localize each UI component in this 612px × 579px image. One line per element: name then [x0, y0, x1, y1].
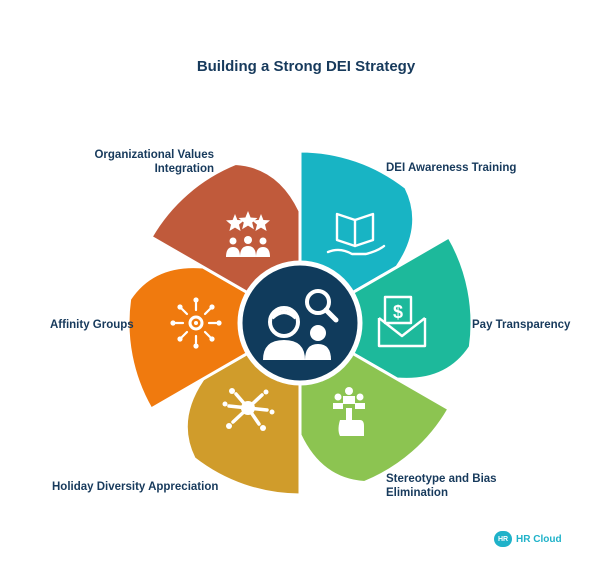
label-stereotype-bias-elimination: Stereotype and Bias Elimination: [386, 473, 497, 499]
hr-cloud-badge: HR: [494, 531, 512, 547]
hand-pointing-people-icon: [333, 387, 365, 436]
label-affinity-groups: Affinity Groups: [50, 319, 134, 331]
svg-text:$: $: [393, 302, 403, 322]
center-disc: [237, 260, 363, 386]
gear-network-icon: [170, 297, 222, 349]
dollar-envelope-icon: $: [377, 295, 427, 348]
people-search-icon: [263, 289, 339, 360]
page-title: Building a Strong DEI Strategy: [196, 58, 416, 75]
stars-team-icon: [226, 211, 270, 257]
label-pay-transparency: Pay Transparency: [472, 319, 571, 331]
hr-cloud-logo: HR HR Cloud: [494, 531, 562, 547]
firework-celebration-icon: [222, 388, 275, 431]
label-organizational-values-integration: Organizational Values Integration: [94, 149, 214, 175]
label-dei-awareness-training: DEI Awareness Training: [386, 162, 517, 174]
hr-cloud-name: HR Cloud: [516, 533, 562, 545]
open-book-hand-icon: [326, 212, 386, 256]
label-holiday-diversity-appreciation: Holiday Diversity Appreciation: [52, 481, 219, 493]
